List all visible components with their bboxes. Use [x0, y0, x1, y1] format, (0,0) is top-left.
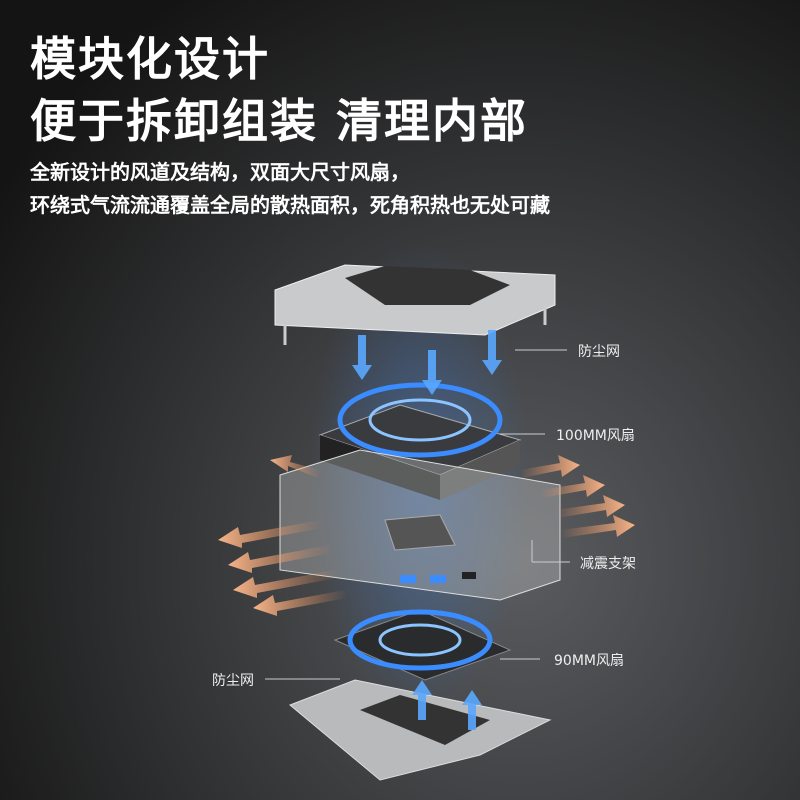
callout-fan-90mm: 90MM风扇 — [554, 653, 624, 669]
callout-bottom-dust-filter: 防尘网 — [212, 673, 254, 689]
fan-100mm — [318, 382, 522, 500]
description-line1: 全新设计的风道及结构，双面大尺寸风扇， — [30, 160, 410, 184]
fan-90mm — [333, 609, 512, 681]
callout-shock-bracket: 减震支架 — [580, 556, 636, 572]
callout-top-dust-filter: 防尘网 — [578, 344, 620, 360]
top-dust-filter-panel — [274, 264, 556, 345]
headline-line2: 便于拆卸组装 清理内部 — [30, 94, 529, 148]
callout-fan-100mm: 100MM风扇 — [556, 428, 635, 444]
cool-airflow-arrows — [352, 330, 502, 730]
headline-line1: 模块化设计 — [30, 32, 270, 86]
hot-airflow-arrows — [218, 455, 635, 616]
chassis-frame — [279, 449, 561, 601]
description-line2: 环绕式气流流通覆盖全局的散热面积，死角积热也无处可藏 — [30, 193, 550, 217]
callout-leader-lines — [265, 349, 570, 680]
